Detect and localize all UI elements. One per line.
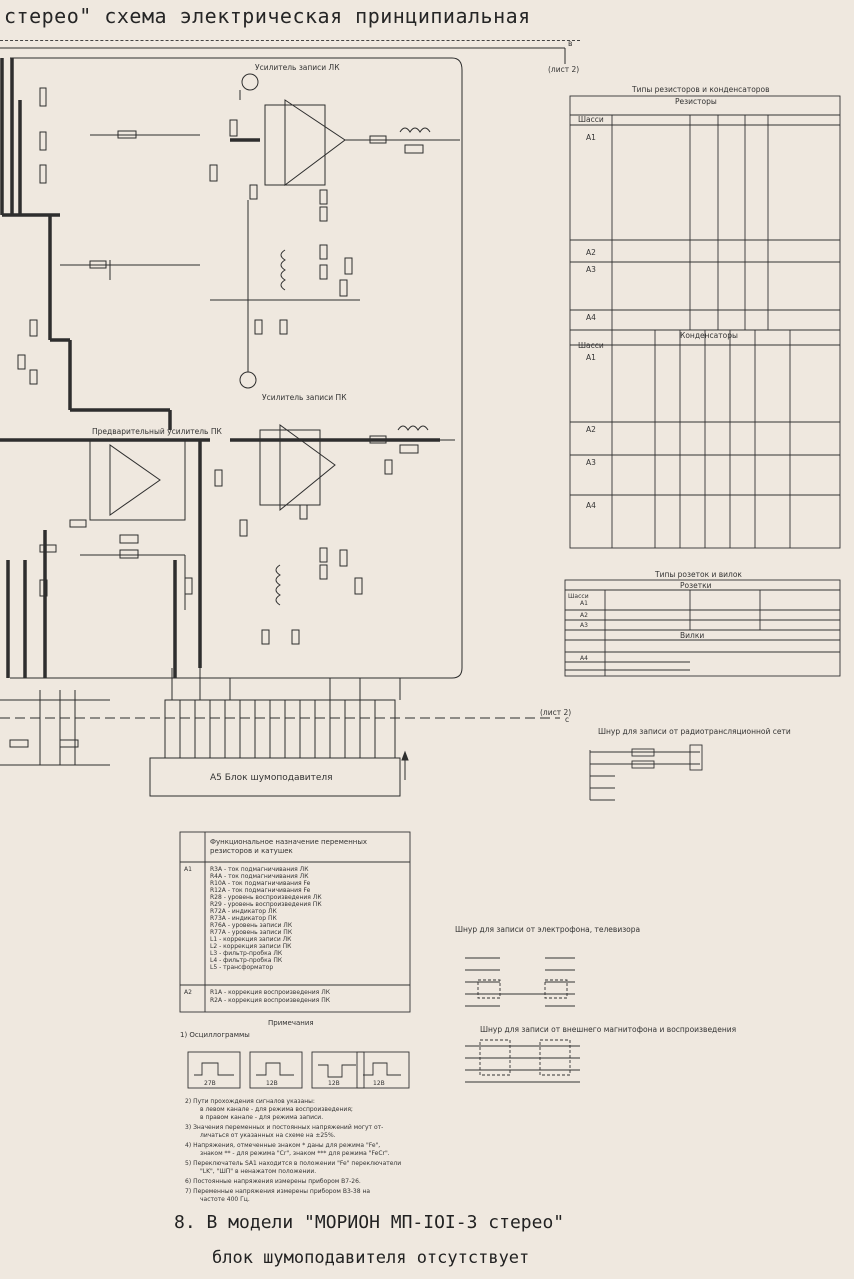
footer-model-note: 8. В модели "МОРИОН МП-IOI-3 стерео" xyxy=(174,1212,565,1233)
cord-phono-title: Шнур для записи от электрофона, телевизо… xyxy=(455,925,640,934)
notes-title: Примечания xyxy=(268,1019,314,1027)
note-line-4: личаться от указанных на схеме на ±25%. xyxy=(200,1132,336,1139)
socket-row-a4: А4 xyxy=(580,655,588,662)
socket-row-a3: А3 xyxy=(580,622,588,629)
notes-1: 1) Осциллограммы xyxy=(180,1031,250,1039)
function-row-1: R3А - ток подмагничивания ЛК xyxy=(210,866,309,873)
function-table-title: Функциональное назначение переменных рез… xyxy=(210,838,368,855)
note-line-9: 6) Постоянные напряжения измерены прибор… xyxy=(185,1178,361,1185)
function-row-7: R72А - индикатор ЛК xyxy=(210,908,277,915)
resistor-table-title: Типы резисторов и конденсаторов xyxy=(631,85,770,94)
note-line-0: 2) Пути прохождения сигналов указаны: xyxy=(185,1098,315,1105)
function-row-0: А1 xyxy=(184,866,192,873)
socket-col-header: Шасси xyxy=(568,593,589,600)
cord-radio-title: Шнур для записи от радиотрансляционной с… xyxy=(598,727,791,736)
note-line-7: 5) Переключатель SA1 находится в положен… xyxy=(185,1160,402,1167)
function-row-17: R1А - коррекция воспроизведения ЛК xyxy=(210,989,330,996)
socket-subtitle-2: Вилки xyxy=(680,631,704,640)
capacitor-col-header: Шасси xyxy=(578,341,604,350)
note-line-10: 7) Переменные напряжения измерены прибор… xyxy=(185,1188,371,1195)
function-row-16: А2 xyxy=(184,989,192,996)
note-line-8: "LK", "ШП" в ненажатом положении. xyxy=(200,1168,317,1175)
function-row-13: L3 - фильтр-пробка ЛК xyxy=(210,950,283,957)
function-row-5: R28 - уровень воспроизведения ЛК xyxy=(210,894,322,901)
osc-value-4: 12В xyxy=(373,1080,385,1087)
cap-row-a2: А2 xyxy=(586,425,596,434)
page-title: стерео" схема электрическая принципиальн… xyxy=(4,4,531,28)
note-line-1: в левом канале - для режима воспроизведе… xyxy=(200,1106,353,1113)
divider-dashed-top xyxy=(0,40,580,41)
note-line-11: частоте 400 Гц. xyxy=(200,1196,250,1203)
res-row-a4: А4 xyxy=(586,313,596,322)
function-row-10: R77А - уровень записи ПК xyxy=(210,929,293,936)
socket-subtitle-1: Розетки xyxy=(680,581,712,590)
playback-amp-label: Усилитель записи ЛК xyxy=(255,63,340,72)
noise-unit-label: А5 Блок шумоподавителя xyxy=(210,773,333,783)
cap-row-a1: А1 xyxy=(586,353,596,362)
footer-noise-note: блок шумоподавителя отсутствует xyxy=(212,1248,530,1268)
note-line-5: 4) Напряжения, отмеченные знаком * даны … xyxy=(185,1142,381,1149)
socket-row-a1: А1 xyxy=(580,600,588,607)
osc-value-2: 12В xyxy=(266,1080,278,1087)
function-row-14: L4 - фильтр-пробка ПК xyxy=(210,957,283,964)
function-row-2: R4А - ток подмагничивания ЛК xyxy=(210,873,309,880)
resistor-col-header: Шасси xyxy=(578,115,604,124)
function-row-15: L5 - трансформатор xyxy=(210,964,274,971)
cap-row-a4: А4 xyxy=(586,501,596,510)
function-row-6: R29 - уровень воспроизведения ПК xyxy=(210,901,322,908)
res-row-a3: А3 xyxy=(586,265,596,274)
note-line-3: 3) Значения переменных и постоянных напр… xyxy=(185,1124,384,1131)
function-row-8: R73А - индикатор ПК xyxy=(210,915,277,922)
function-row-3: R10А - ток подмагничивания Fe xyxy=(210,880,311,887)
record-amp-label: Усилитель записи ПК xyxy=(262,393,347,402)
cord-tape-title: Шнур для записи от внешнего магнитофона … xyxy=(480,1025,736,1034)
function-row-11: L1 - коррекция записи ЛК xyxy=(210,936,292,943)
sheet-b-mark: в xyxy=(568,39,572,48)
capacitor-table-subtitle: Конденсаторы xyxy=(680,331,738,340)
preamp-label: Предварительный усилитель ПК xyxy=(92,427,222,436)
function-row-4: R12А - ток подмагничивания Fe xyxy=(210,887,311,894)
res-row-a2: А2 xyxy=(586,248,596,257)
socket-table-title: Типы розеток и вилок xyxy=(654,570,742,579)
cap-row-a3: А3 xyxy=(586,458,596,467)
function-row-12: L2 - коррекция записи ПК xyxy=(210,943,292,950)
osc-value-3: 12В xyxy=(328,1080,340,1087)
res-row-a1: А1 xyxy=(586,133,596,142)
function-row-18: R2А - коррекция воспроизведения ПК xyxy=(210,997,330,1004)
socket-row-a2: А2 xyxy=(580,612,588,619)
sheet-mark-top: (лист 2) xyxy=(548,65,579,74)
sheet-c-mark: с xyxy=(565,715,569,724)
sheet-mark-bottom: (лист 2) xyxy=(540,708,571,717)
function-row-9: R76А - уровень записи ЛК xyxy=(210,922,293,929)
note-line-6: знаком ** - для режима "Cr", знаком *** … xyxy=(200,1150,390,1157)
note-line-2: в правом канале - для режима записи. xyxy=(200,1114,324,1121)
osc-value-1: 27В xyxy=(204,1080,216,1087)
resistor-table-subtitle: Резисторы xyxy=(675,97,717,106)
